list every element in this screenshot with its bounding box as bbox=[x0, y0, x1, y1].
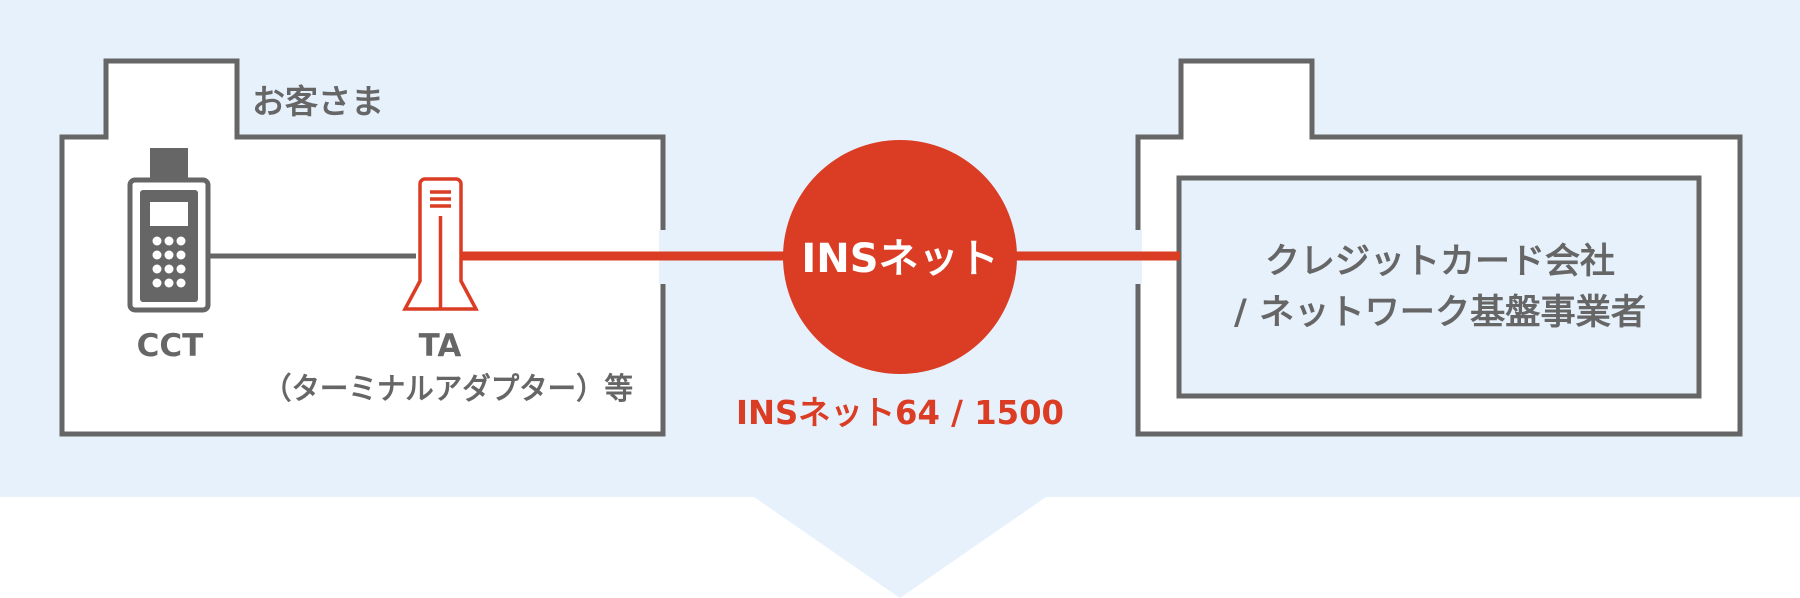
customer-label: お客さま bbox=[252, 82, 384, 121]
cct-label: CCT bbox=[137, 328, 204, 364]
ta-adapter-icon bbox=[402, 177, 479, 311]
ta-label: TA bbox=[419, 328, 462, 364]
provider-name-line1: クレジットカード会社 bbox=[1265, 242, 1615, 282]
cct-terminal-icon bbox=[127, 148, 211, 313]
network-name: INSネット bbox=[801, 236, 998, 282]
network-service-label: INSネット64 / 1500 bbox=[736, 393, 1064, 432]
customer-building bbox=[59, 58, 666, 437]
ins-network-circle bbox=[783, 140, 1017, 374]
provider-inner-box bbox=[1176, 175, 1702, 399]
provider-name-line2: / ネットワーク基盤事業者 bbox=[1234, 293, 1646, 333]
ta-description: （ターミナルアダプター）等 bbox=[263, 372, 633, 407]
